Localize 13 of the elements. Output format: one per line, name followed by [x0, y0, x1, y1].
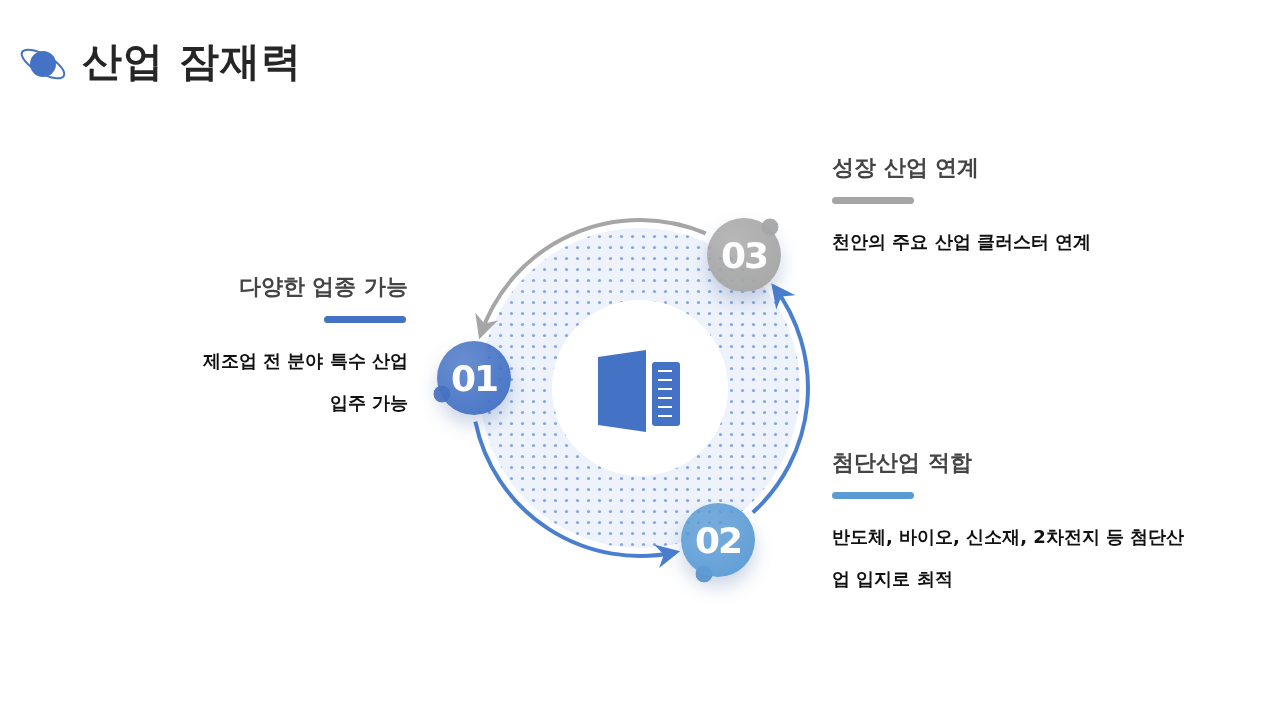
step-heading: 다양한 업종 가능 [237, 273, 408, 301]
title: 산업 잠재력 [82, 37, 302, 86]
curved-arrow [751, 283, 810, 514]
step-description: 제조업 전 분야 특수 산업 입주 가능 [201, 349, 408, 415]
step-description: 반도체, 바이오, 신소재, 2차전지 등 첨단산업 입지로 최적 [832, 525, 1186, 591]
curved-arrow [473, 421, 681, 567]
step-heading: 첨단산업 적합 [832, 449, 973, 477]
step-description: 천안의 주요 산업 클러스터 연계 [832, 230, 1093, 254]
number-circle: 03 [707, 218, 781, 292]
curved-arrow [476, 218, 707, 340]
step-heading: 성장 산업 연계 [832, 154, 981, 182]
number-circle: 02 [681, 503, 755, 577]
number-circle: 01 [437, 341, 511, 415]
